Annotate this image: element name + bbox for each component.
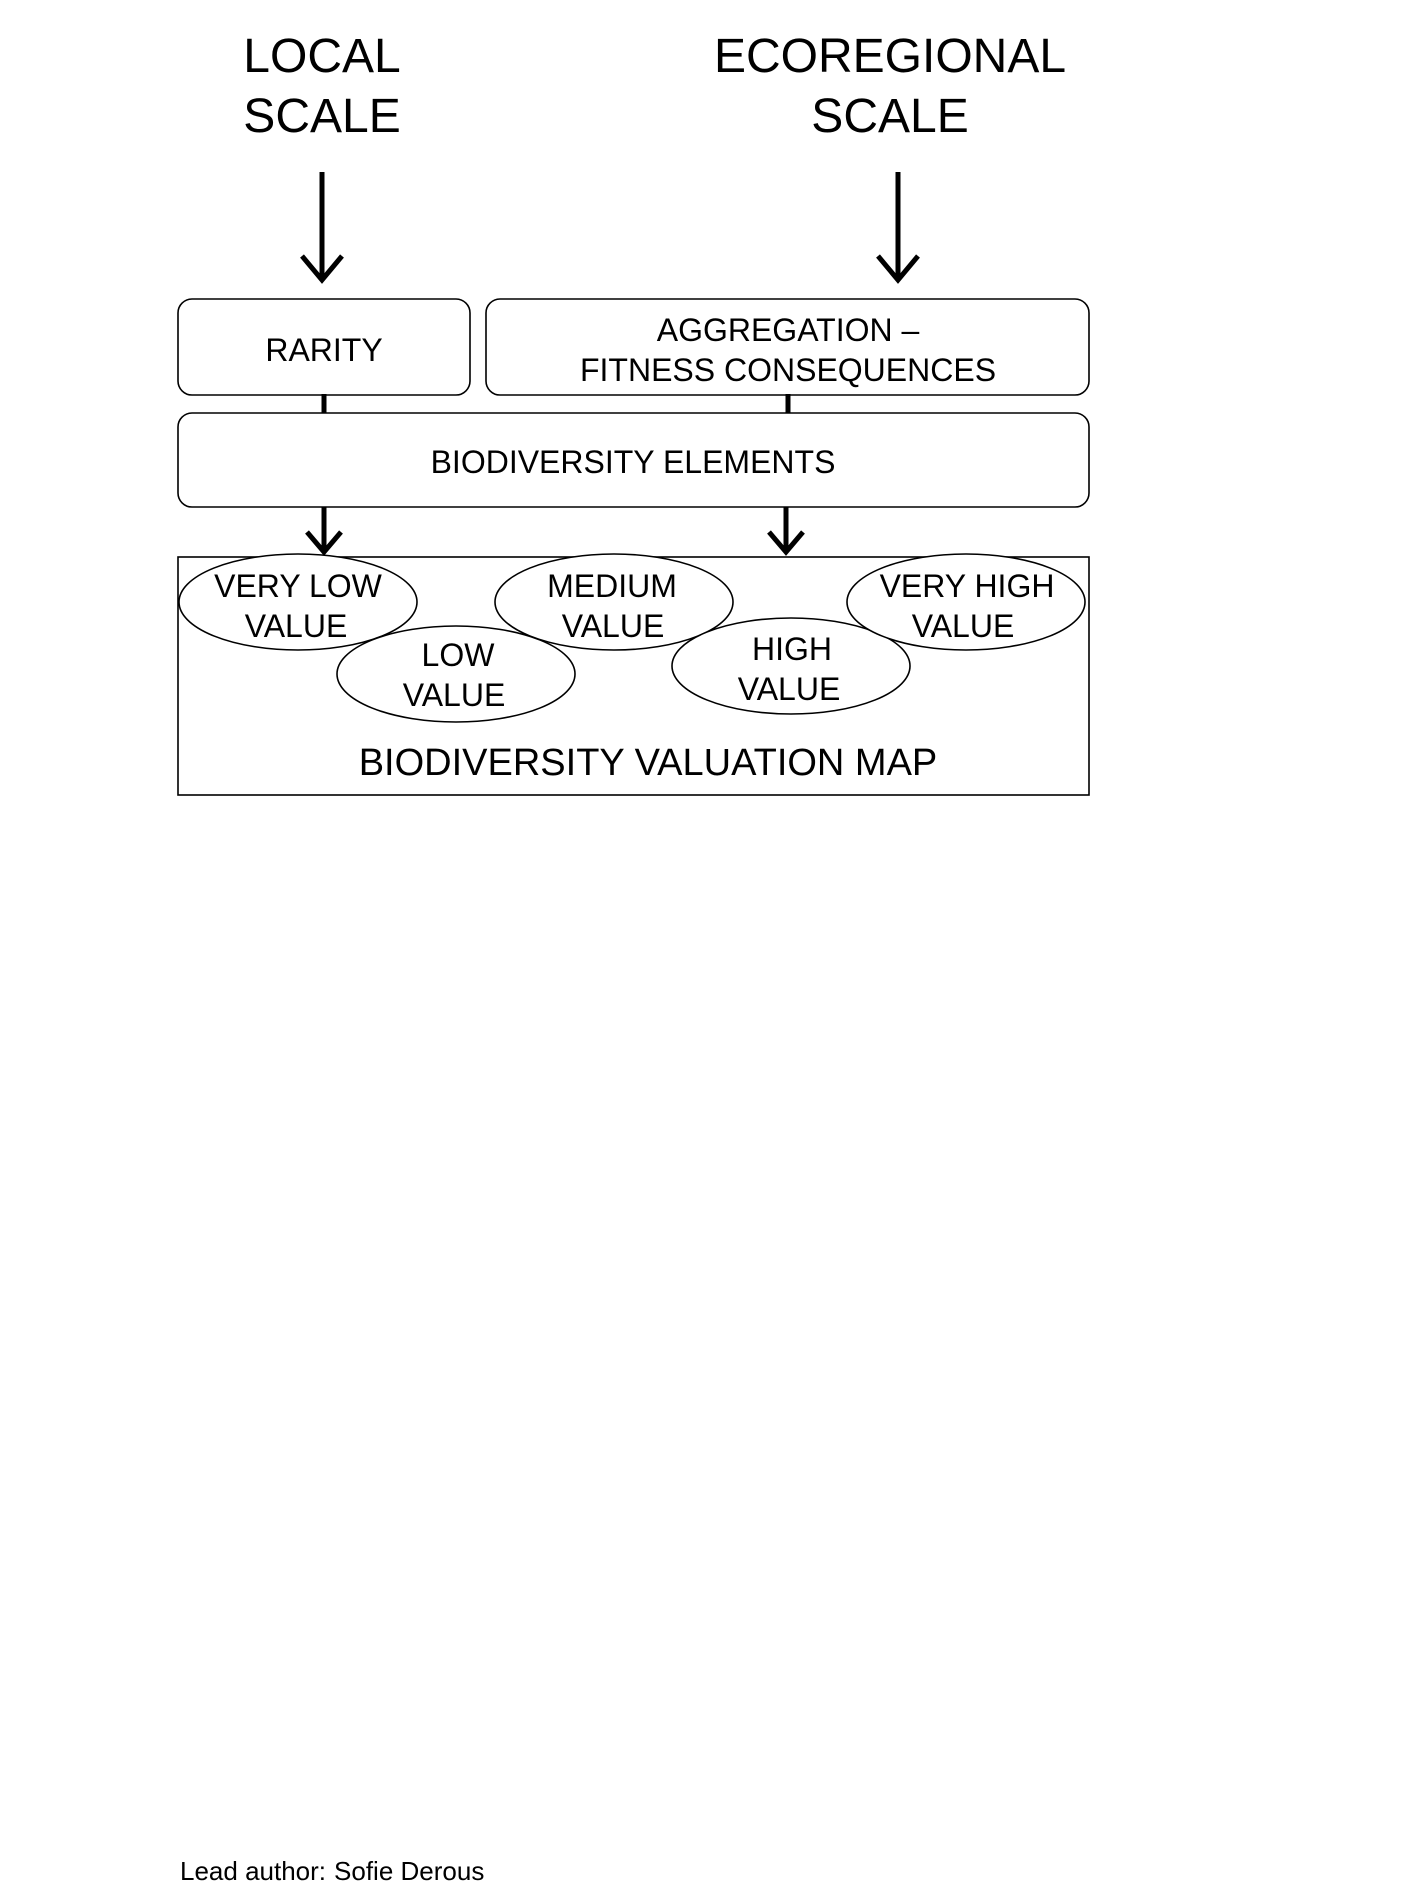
biodiversity-elements-label: BIODIVERSITY ELEMENTS — [431, 444, 836, 480]
rarity-label: RARITY — [265, 332, 382, 368]
local-scale-arrow — [300, 172, 344, 284]
very-high-value-oval — [846, 553, 1086, 651]
medium-value-oval — [494, 553, 734, 651]
local-scale-title-line2: SCALE — [243, 90, 400, 143]
valuation-map-title: BIODIVERSITY VALUATION MAP — [359, 742, 938, 784]
very-low-value-line1: VERY LOW — [214, 568, 383, 604]
ecoregional-scale-title-line1: ECOREGIONAL — [714, 30, 1066, 83]
medium-value-line2: VALUE — [562, 608, 665, 644]
very-high-value-line1: VERY HIGH — [880, 568, 1055, 604]
local-scale-title-line1: LOCAL — [243, 30, 400, 83]
footer-label: Lead author: — [180, 1856, 327, 1886]
footer-author-name: Sofie Derous — [334, 1856, 485, 1886]
low-value-oval — [336, 625, 576, 723]
ecoregional-scale-arrow — [876, 172, 920, 284]
low-value-line2: VALUE — [403, 677, 506, 713]
aggregation-label-line2: FITNESS CONSEQUENCES — [580, 352, 996, 388]
high-value-line1: HIGH — [752, 631, 832, 667]
footer-credit: Lead author: Sofie Derous — [180, 1856, 484, 1887]
elements-to-map-arrow-right — [767, 507, 805, 556]
biodiversity-elements-box — [177, 412, 1090, 508]
high-value-line2: VALUE — [738, 671, 841, 707]
low-value-line1: LOW — [422, 637, 496, 673]
medium-value-line1: MEDIUM — [547, 568, 677, 604]
very-low-value-line2: VALUE — [245, 608, 348, 644]
elements-to-map-arrow-left — [305, 507, 343, 556]
ecoregional-scale-title-line2: SCALE — [811, 90, 968, 143]
very-low-value-oval — [178, 553, 418, 651]
high-value-oval — [671, 617, 911, 715]
aggregation-label-line1: AGGREGATION – — [657, 312, 920, 348]
very-high-value-line2: VALUE — [912, 608, 1015, 644]
